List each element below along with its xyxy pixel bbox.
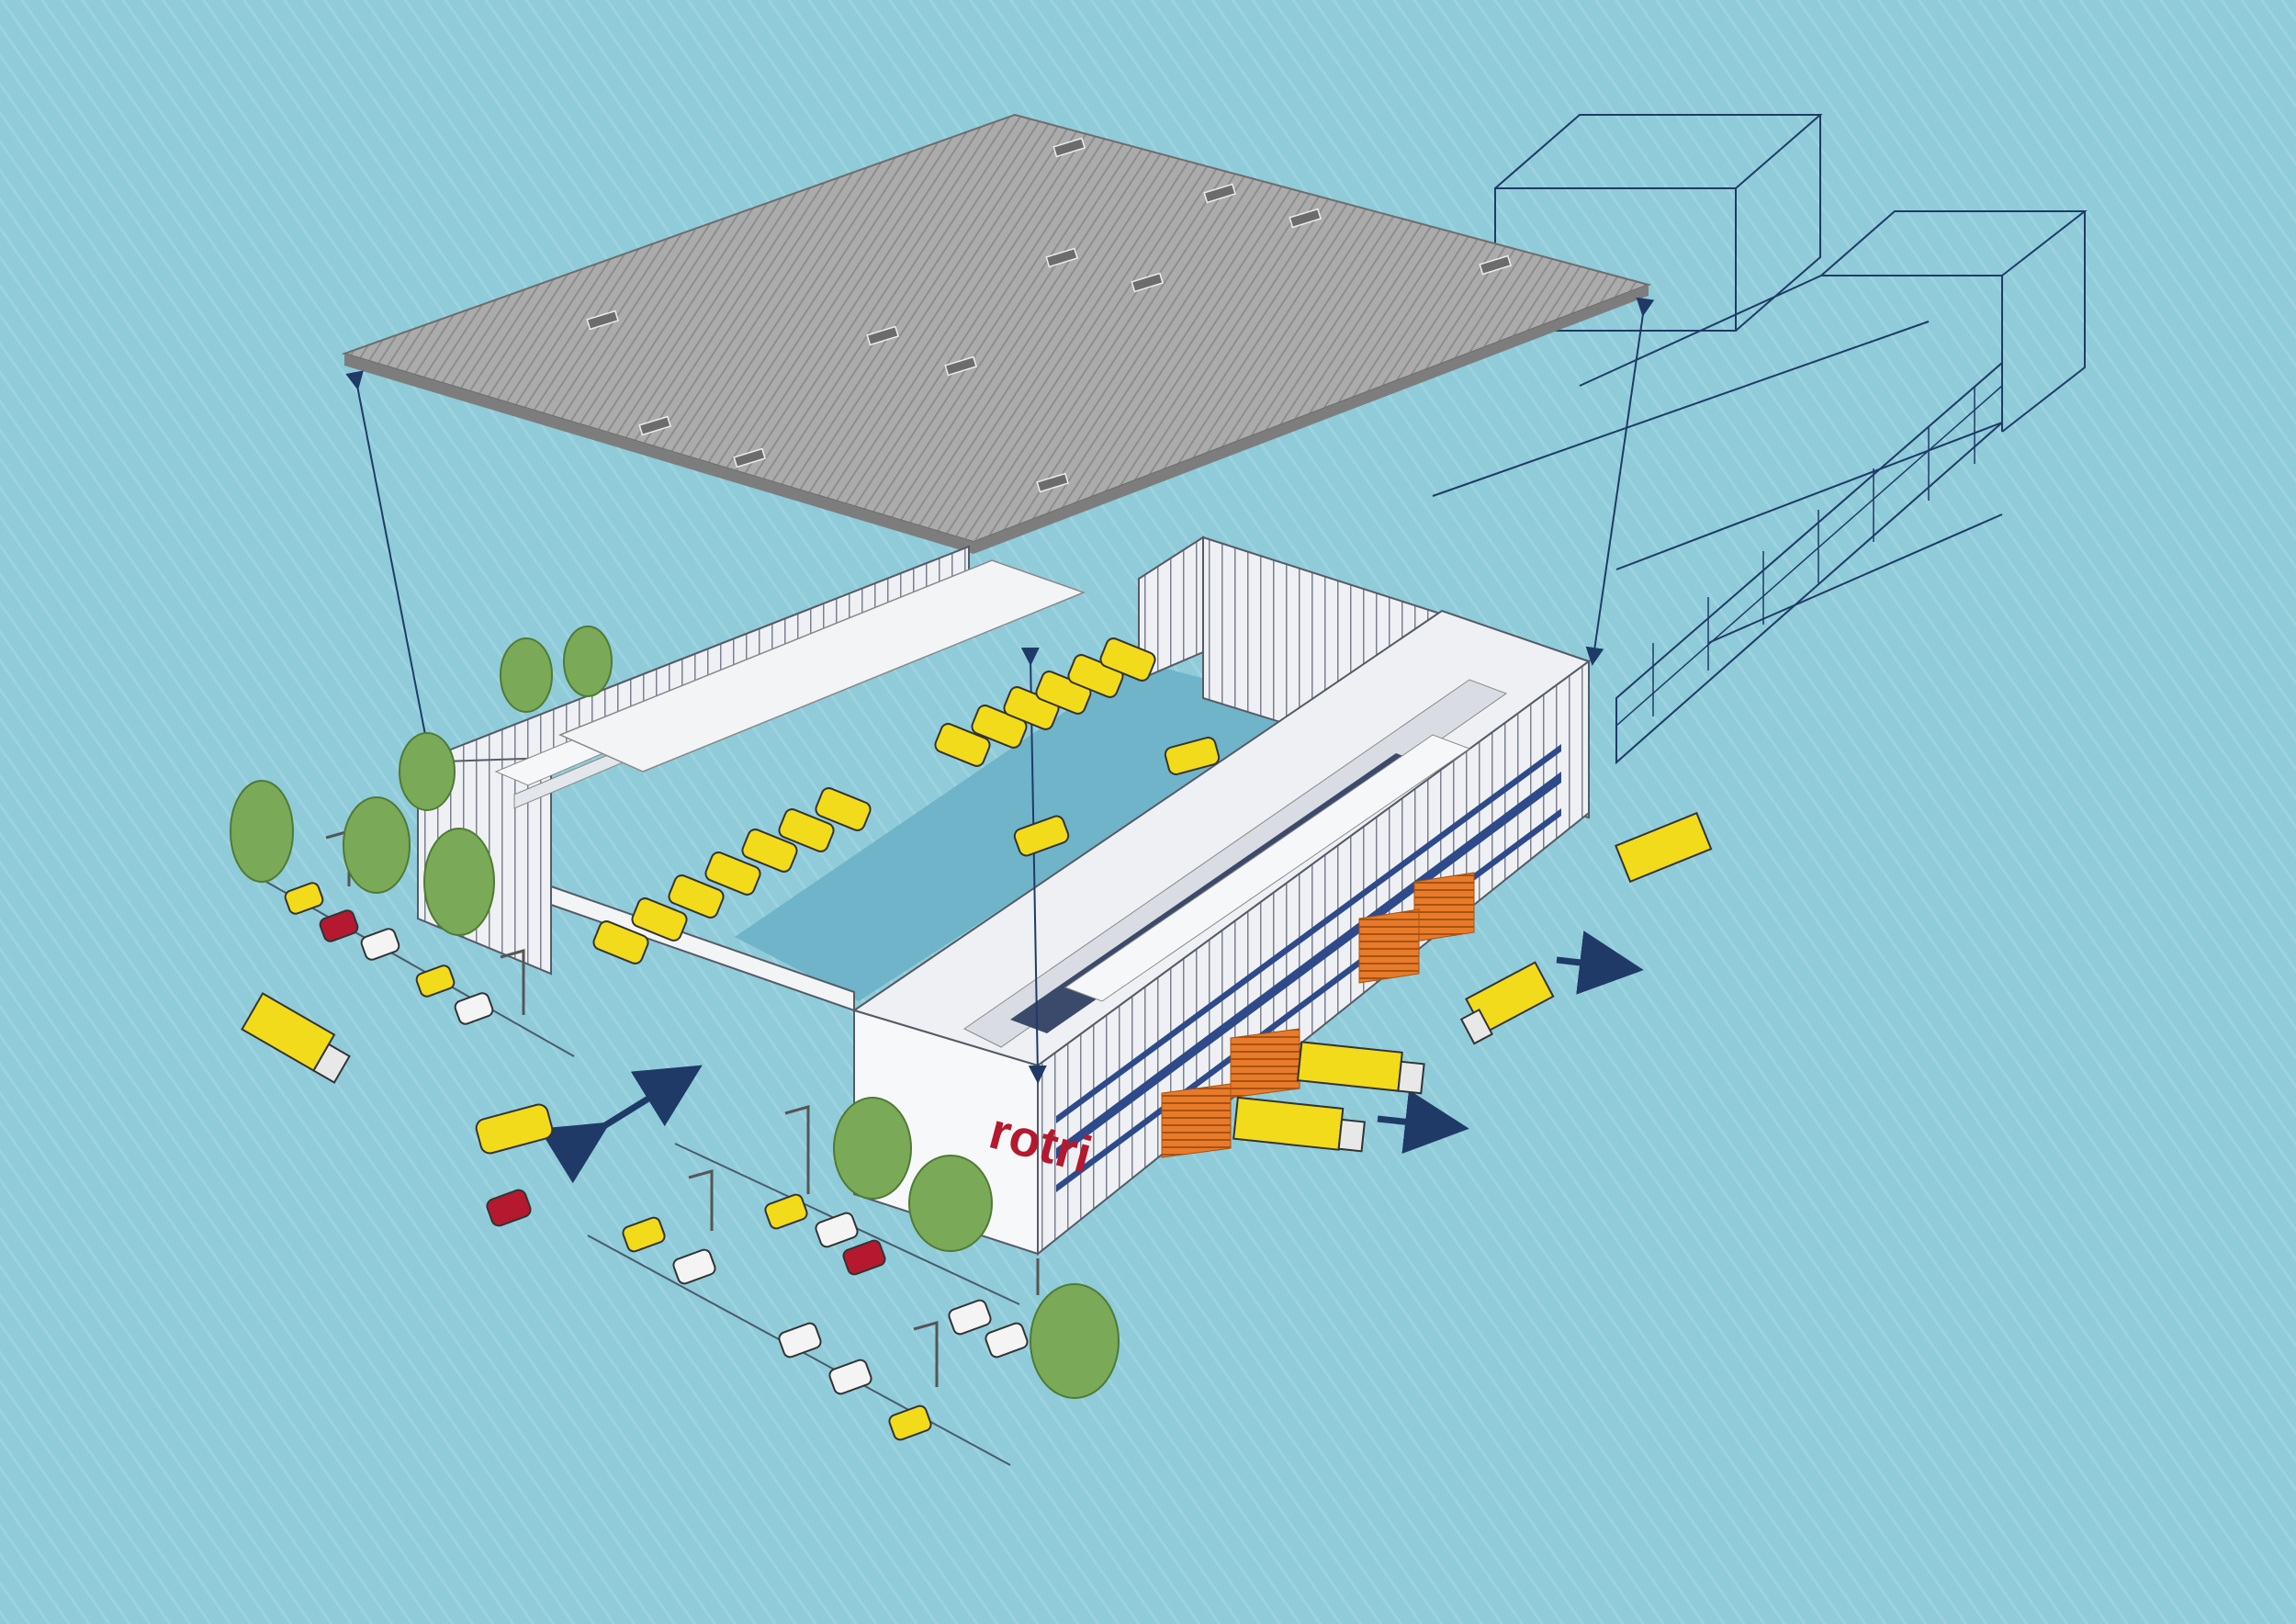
truck-icon bbox=[1615, 811, 1713, 884]
car-icon bbox=[948, 1299, 992, 1336]
tree-icon bbox=[500, 637, 553, 713]
car-icon bbox=[842, 1239, 886, 1276]
van-icon bbox=[704, 851, 761, 896]
skylight-icon bbox=[1289, 208, 1322, 229]
van-icon bbox=[668, 874, 725, 919]
skylight-icon bbox=[1203, 183, 1236, 204]
trees bbox=[230, 626, 1120, 1399]
van-icon bbox=[592, 920, 649, 964]
tree-icon bbox=[423, 828, 495, 936]
car-icon bbox=[622, 1216, 666, 1253]
car-icon bbox=[888, 1404, 932, 1441]
tree-icon bbox=[343, 796, 411, 894]
street-lamp-icon bbox=[784, 1105, 810, 1194]
van-icon bbox=[1164, 737, 1221, 775]
truck-icon bbox=[1296, 1041, 1425, 1095]
street-lamp-icon bbox=[500, 949, 525, 1015]
car-icon bbox=[319, 909, 359, 942]
skylight-icon bbox=[1036, 472, 1069, 493]
skylight-icon bbox=[586, 310, 619, 331]
tree-icon bbox=[1030, 1283, 1120, 1399]
van-icon bbox=[1099, 637, 1156, 682]
van-icon bbox=[778, 808, 835, 852]
roof-panel bbox=[341, 113, 1652, 554]
dimension-lines bbox=[345, 297, 1655, 1084]
traffic-arrows bbox=[538, 930, 1644, 1184]
loading-docks bbox=[1161, 872, 1475, 1158]
vans bbox=[475, 637, 1221, 1155]
van-icon bbox=[815, 787, 872, 831]
skylight-icon bbox=[638, 415, 671, 436]
right-arrow-icon bbox=[1377, 1089, 1469, 1155]
tree-icon bbox=[230, 780, 294, 883]
skylight-icon bbox=[944, 355, 977, 377]
tree-icon bbox=[833, 1097, 912, 1200]
skylight-icon bbox=[866, 325, 899, 346]
skylight-icon bbox=[1131, 272, 1164, 293]
skylight-icon bbox=[1479, 254, 1512, 276]
street-lamp-icon bbox=[913, 1321, 939, 1387]
van-icon bbox=[741, 829, 798, 873]
skylight-icon bbox=[733, 447, 766, 468]
street-lamps bbox=[325, 829, 1040, 1387]
tree-icon bbox=[399, 732, 456, 811]
car-icon bbox=[415, 964, 456, 998]
car-icon bbox=[764, 1193, 808, 1230]
gate-canopy bbox=[550, 885, 855, 1012]
van-icon bbox=[475, 1103, 554, 1155]
car-icon bbox=[486, 1189, 532, 1227]
van-icon bbox=[934, 723, 991, 767]
street-lamp-icon bbox=[688, 1169, 714, 1231]
car-icon bbox=[985, 1322, 1029, 1359]
trucks bbox=[241, 811, 1713, 1153]
double-arrow-icon bbox=[538, 1065, 703, 1184]
car-icon bbox=[828, 1359, 872, 1395]
car-icon bbox=[284, 882, 324, 915]
car-icon bbox=[454, 992, 494, 1025]
car-icon bbox=[815, 1212, 859, 1248]
truck-icon bbox=[1232, 1096, 1366, 1153]
van-icon bbox=[1013, 815, 1070, 857]
van-icon bbox=[631, 897, 688, 942]
tree-icon bbox=[563, 626, 613, 697]
car-icon bbox=[778, 1322, 822, 1359]
truck-icon bbox=[241, 992, 351, 1084]
right-arrow-icon bbox=[1556, 930, 1644, 995]
car-icon bbox=[672, 1248, 716, 1285]
tree-icon bbox=[908, 1155, 993, 1252]
skylight-icon bbox=[1045, 247, 1078, 268]
skylight-icon bbox=[1052, 137, 1086, 158]
truck-icon bbox=[1459, 961, 1555, 1045]
car-icon bbox=[360, 928, 400, 961]
skylights bbox=[586, 137, 1512, 493]
cars bbox=[284, 882, 1029, 1441]
van-icon bbox=[971, 705, 1028, 749]
